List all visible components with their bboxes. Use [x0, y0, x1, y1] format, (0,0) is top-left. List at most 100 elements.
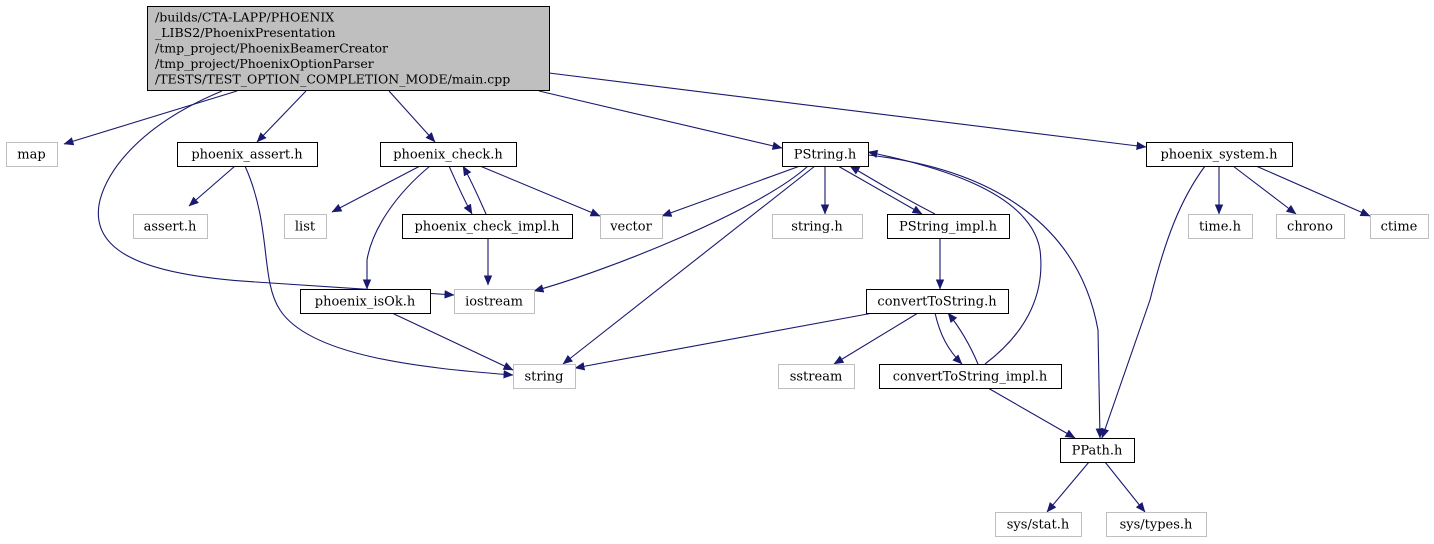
edge-converttostring-impl-to-converttostring — [947, 312, 979, 365]
node-box — [6, 142, 58, 167]
node-string: string — [513, 364, 576, 389]
edge-main-to-iostream — [97, 90, 455, 299]
edge-main-to-map — [63, 90, 238, 146]
node-sys-stat: sys/stat.h — [995, 512, 1082, 537]
edge-converttostring-to-sstream — [833, 312, 919, 365]
node-box — [284, 214, 327, 239]
node-label: /builds/CTA-LAPP/PHOENIX — [155, 9, 334, 24]
node-box — [402, 214, 573, 239]
edge-main-to-phoenix-assert — [256, 90, 307, 143]
edge-pstring-to-string — [562, 165, 816, 365]
edge-pstring-to-ppath — [867, 154, 1105, 439]
edge-pstring-to-vector — [661, 165, 801, 217]
node-box — [133, 214, 208, 239]
node-time-h: time.h — [1188, 214, 1253, 239]
edge-main-to-phoenix-system — [548, 72, 1147, 150]
node-label: sstream — [790, 369, 843, 384]
node-label: phoenix_assert.h — [191, 147, 303, 162]
node-box — [772, 214, 863, 239]
edge-converttostring-to-string — [574, 312, 874, 371]
node-box — [380, 142, 517, 167]
node-label: list — [295, 219, 316, 234]
node-box — [782, 142, 869, 167]
node-converttostring-impl[interactable]: convertToString_impl.h — [879, 364, 1062, 389]
node-label: convertToString.h — [877, 294, 997, 309]
node-sys-types: sys/types.h — [1106, 512, 1207, 537]
edge-main-to-phoenix-check — [388, 90, 436, 143]
node-box — [1370, 214, 1429, 239]
node-label: /tmp_project/PhoenixOptionParser — [155, 56, 374, 71]
node-box — [147, 6, 550, 91]
edge-converttostring-to-converttostring-impl — [934, 312, 963, 365]
node-box — [778, 364, 855, 389]
node-phoenix-check-impl[interactable]: phoenix_check_impl.h — [402, 214, 573, 239]
node-box — [177, 142, 318, 167]
node-box — [1060, 438, 1135, 463]
node-label: chrono — [1287, 219, 1333, 234]
node-label: assert.h — [144, 219, 197, 234]
edge-pstring-to-iostream — [533, 165, 809, 293]
node-phoenix-system[interactable]: phoenix_system.h — [1146, 142, 1293, 167]
edge-phoenix-check-to-phoenix-isok — [362, 165, 431, 290]
node-box — [887, 214, 1010, 239]
node-box — [300, 289, 431, 314]
node-label: _LIBS2/PhoenixPresentation — [155, 25, 336, 40]
node-label: phoenix_check_impl.h — [414, 219, 560, 234]
edge-converttostring-impl-to-pstring — [867, 149, 1042, 365]
edge-phoenix-check-to-phoenix-check-impl — [448, 165, 473, 215]
node-label: /tmp_project/PhoenixBeamerCreator — [155, 40, 388, 55]
edge-main-to-pstring — [538, 90, 783, 150]
node-label: map — [17, 147, 45, 162]
edge-phoenix-check-to-vector — [479, 165, 601, 217]
edge-pstring-to-pstring-impl — [837, 165, 923, 215]
node-iostream: iostream — [454, 289, 535, 314]
edge-phoenix-isok-to-string — [391, 312, 514, 371]
node-box — [513, 364, 576, 389]
edge-phoenix-system-to-ctime — [1255, 165, 1371, 217]
node-phoenix-isok[interactable]: phoenix_isOk.h — [300, 289, 431, 314]
node-box — [1276, 214, 1345, 239]
edge-phoenix-assert-to-string — [244, 165, 514, 379]
node-pstring[interactable]: PString.h — [782, 142, 869, 167]
edge-pstring-impl-to-pstring — [849, 165, 936, 215]
node-pstring-impl[interactable]: PString_impl.h — [887, 214, 1010, 239]
node-label: phoenix_system.h — [1160, 147, 1278, 162]
node-label: PString.h — [794, 147, 857, 162]
nodes-layer: /builds/CTA-LAPP/PHOENIX_LIBS2/PhoenixPr… — [6, 6, 1429, 537]
node-label: PPath.h — [1072, 443, 1123, 458]
node-label: iostream — [465, 294, 523, 309]
node-box — [995, 512, 1082, 537]
node-box — [1188, 214, 1253, 239]
node-label: phoenix_check.h — [393, 147, 503, 162]
node-phoenix-check[interactable]: phoenix_check.h — [380, 142, 517, 167]
node-phoenix-assert[interactable]: phoenix_assert.h — [177, 142, 318, 167]
node-vector: vector — [600, 214, 663, 239]
node-box — [1146, 142, 1293, 167]
edge-phoenix-system-to-chrono — [1232, 165, 1297, 215]
node-label: sys/types.h — [1120, 517, 1193, 532]
node-list: list — [284, 214, 327, 239]
edge-phoenix-check-impl-to-phoenix-check — [462, 165, 487, 215]
node-label: convertToString_impl.h — [893, 369, 1048, 384]
node-converttostring[interactable]: convertToString.h — [866, 289, 1009, 314]
edges-layer — [63, 72, 1371, 513]
edge-phoenix-assert-to-assert-h — [188, 165, 236, 207]
node-sstream: sstream — [778, 364, 855, 389]
node-label: string.h — [791, 219, 843, 234]
node-chrono: chrono — [1276, 214, 1345, 239]
node-label: time.h — [1199, 219, 1242, 234]
node-box — [454, 289, 535, 314]
node-label: string — [525, 369, 564, 384]
node-map: map — [6, 142, 58, 167]
node-box — [600, 214, 663, 239]
node-ctime: ctime — [1370, 214, 1429, 239]
node-ppath[interactable]: PPath.h — [1060, 438, 1135, 463]
edge-ppath-to-sys-types — [1104, 461, 1146, 513]
edge-phoenix-check-to-list — [331, 165, 421, 213]
node-box — [866, 289, 1009, 314]
node-box — [1106, 512, 1207, 537]
node-label: /TESTS/TEST_OPTION_COMPLETION_MODE/main.… — [155, 71, 510, 86]
edge-phoenix-system-to-ppath — [1101, 165, 1206, 439]
node-label: vector — [609, 219, 652, 234]
